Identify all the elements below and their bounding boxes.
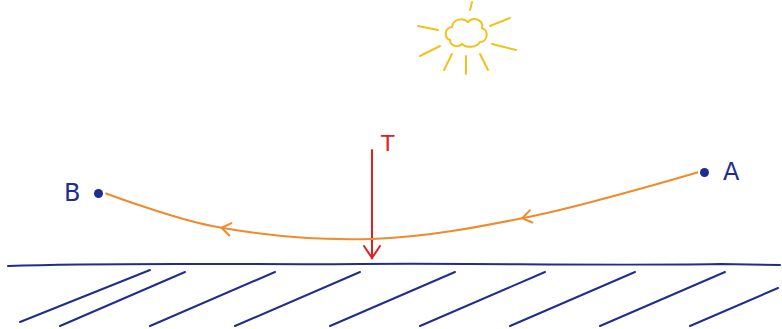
sun-ray [470, 2, 472, 10]
sun-ray [480, 54, 488, 70]
hatch-line [690, 288, 778, 326]
sun-ray [444, 54, 452, 70]
sun-ray [492, 44, 516, 50]
sun-ray [490, 18, 510, 26]
ground-line [8, 264, 780, 266]
sun [418, 2, 516, 74]
point-label: B [64, 180, 80, 206]
ground [8, 264, 780, 326]
point-dot [94, 189, 103, 198]
sun-body [446, 19, 487, 47]
path-connector [105, 172, 698, 239]
force-arrow [364, 150, 380, 258]
hatch-line [235, 272, 360, 326]
point-marker: A [698, 157, 741, 187]
path-curve [105, 172, 698, 239]
sun-ray [420, 46, 440, 56]
force-arrow-head [364, 246, 380, 258]
arrow-head [522, 210, 532, 222]
point-marker: B [62, 178, 105, 208]
point-label: A [723, 159, 739, 185]
force-arrow-shaft [371, 150, 373, 258]
sun-ray [465, 56, 467, 74]
force-label: T [381, 132, 394, 156]
sun-ray [418, 26, 438, 30]
arrow-head [221, 223, 231, 235]
point-dot [700, 168, 709, 177]
